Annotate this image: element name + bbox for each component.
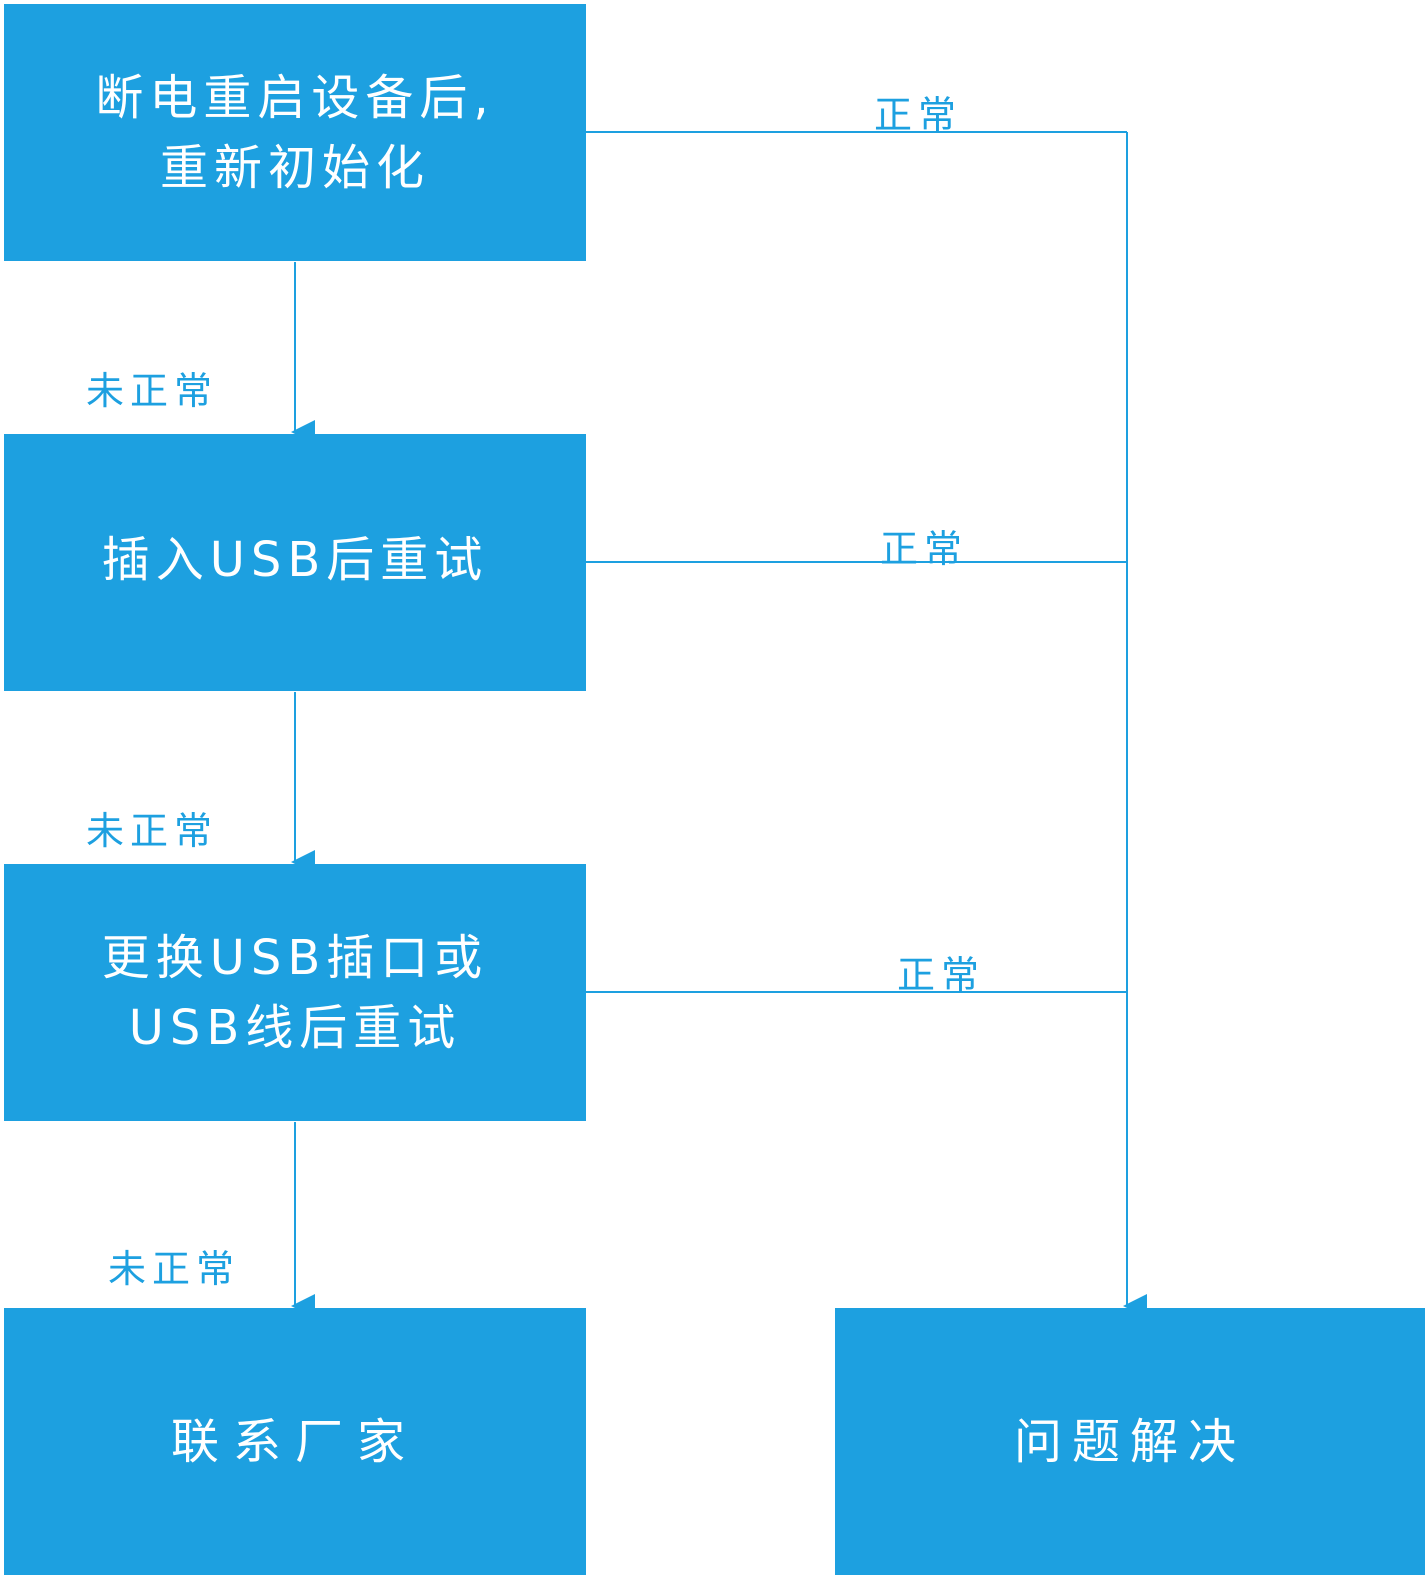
node-power-restart-line1: 断电重启设备后,: [95, 69, 495, 126]
label-ok-2: 正常: [880, 527, 969, 571]
node-contact-vendor-line1: 联系厂家: [170, 1413, 419, 1470]
node-swap-port-line2: USB线后重试: [128, 999, 462, 1056]
node-swap-port-line1: 更换USB插口或: [101, 929, 489, 986]
node-contact-vendor: 联系厂家: [4, 1308, 586, 1575]
node-swap-port: 更换USB插口或 USB线后重试: [4, 864, 586, 1121]
node-usb-retry: 插入USB后重试: [4, 434, 586, 691]
label-ok-1: 正常: [874, 93, 963, 137]
node-power-restart: 断电重启设备后, 重新初始化: [4, 4, 586, 261]
label-ok-3: 正常: [897, 953, 986, 997]
label-fail-1: 未正常: [86, 369, 219, 413]
label-fail-2: 未正常: [86, 809, 219, 853]
node-resolved: 问题解决: [835, 1308, 1425, 1575]
node-power-restart-line2: 重新初始化: [159, 139, 430, 196]
node-resolved-line1: 问题解决: [1013, 1413, 1246, 1470]
node-usb-retry-line1: 插入USB后重试: [101, 532, 489, 588]
label-fail-3: 未正常: [108, 1247, 241, 1291]
